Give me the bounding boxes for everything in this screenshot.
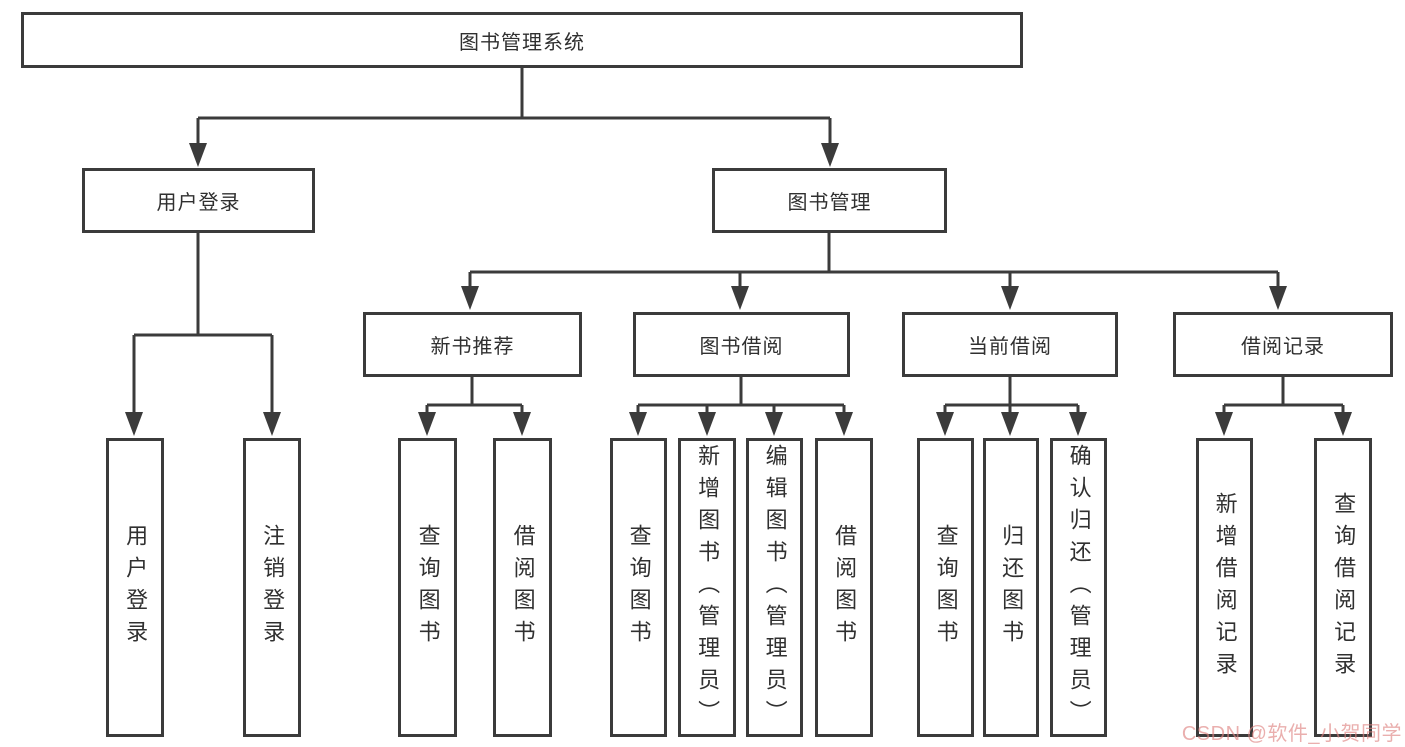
leaf-query-books-recommend: 查询图书 xyxy=(398,438,457,737)
leaf-logout: 注销登录 xyxy=(243,438,301,737)
leaf-user-login: 用户登录 xyxy=(106,438,164,737)
leaf-edit-books-admin-label: 编辑图书（管理员） xyxy=(762,443,788,732)
leaf-add-books-admin: 新增图书（管理员） xyxy=(678,438,736,737)
node-root-label: 图书管理系统 xyxy=(459,31,585,54)
leaf-add-borrow-record-label: 新增借阅记录 xyxy=(1212,491,1238,684)
leaf-return-books: 归还图书 xyxy=(983,438,1039,737)
leaf-add-borrow-record: 新增借阅记录 xyxy=(1196,438,1253,737)
leaf-query-books-recommend-label: 查询图书 xyxy=(415,523,441,652)
leaf-user-login-label: 用户登录 xyxy=(123,523,149,652)
leaf-borrow-books-recommend-label: 借阅图书 xyxy=(510,523,536,652)
leaf-query-borrow-record: 查询借阅记录 xyxy=(1314,438,1372,737)
leaf-query-books-borrowing: 查询图书 xyxy=(610,438,667,737)
leaf-query-books-current: 查询图书 xyxy=(917,438,974,737)
leaf-edit-books-admin: 编辑图书（管理员） xyxy=(746,438,803,737)
node-new-book-recommendation-label: 新书推荐 xyxy=(430,336,515,358)
node-book-management-label: 图书管理 xyxy=(787,192,872,214)
node-user-login-label: 用户登录 xyxy=(156,192,241,214)
leaf-query-borrow-record-label: 查询借阅记录 xyxy=(1331,491,1357,684)
csdn-watermark: CSDN @软件_小贺同学 xyxy=(1181,723,1402,745)
leaf-logout-label: 注销登录 xyxy=(260,523,286,652)
node-new-book-recommendation: 新书推荐 xyxy=(363,312,582,377)
leaf-add-books-admin-label: 新增图书（管理员） xyxy=(695,443,721,732)
leaf-query-books-current-label: 查询图书 xyxy=(933,523,959,652)
leaf-query-books-borrowing-label: 查询图书 xyxy=(626,523,652,652)
node-user-login: 用户登录 xyxy=(82,168,315,233)
leaf-borrow-books-borrowing: 借阅图书 xyxy=(815,438,873,737)
node-current-borrowing-label: 当前借阅 xyxy=(968,336,1052,358)
node-borrowing-records-label: 借阅记录 xyxy=(1241,336,1325,358)
leaf-confirm-return-admin-label: 确认归还（管理员） xyxy=(1066,443,1092,732)
leaf-confirm-return-admin: 确认归还（管理员） xyxy=(1050,438,1107,737)
node-borrowing-records: 借阅记录 xyxy=(1173,312,1393,377)
node-current-borrowing: 当前借阅 xyxy=(902,312,1118,377)
node-book-management: 图书管理 xyxy=(712,168,947,233)
leaf-return-books-label: 归还图书 xyxy=(999,523,1025,652)
leaf-borrow-books-borrowing-label: 借阅图书 xyxy=(832,523,858,652)
leaf-borrow-books-recommend: 借阅图书 xyxy=(493,438,552,737)
node-book-borrowing-label: 图书借阅 xyxy=(699,336,784,358)
node-book-borrowing: 图书借阅 xyxy=(633,312,850,377)
node-root: 图书管理系统 xyxy=(21,12,1023,68)
